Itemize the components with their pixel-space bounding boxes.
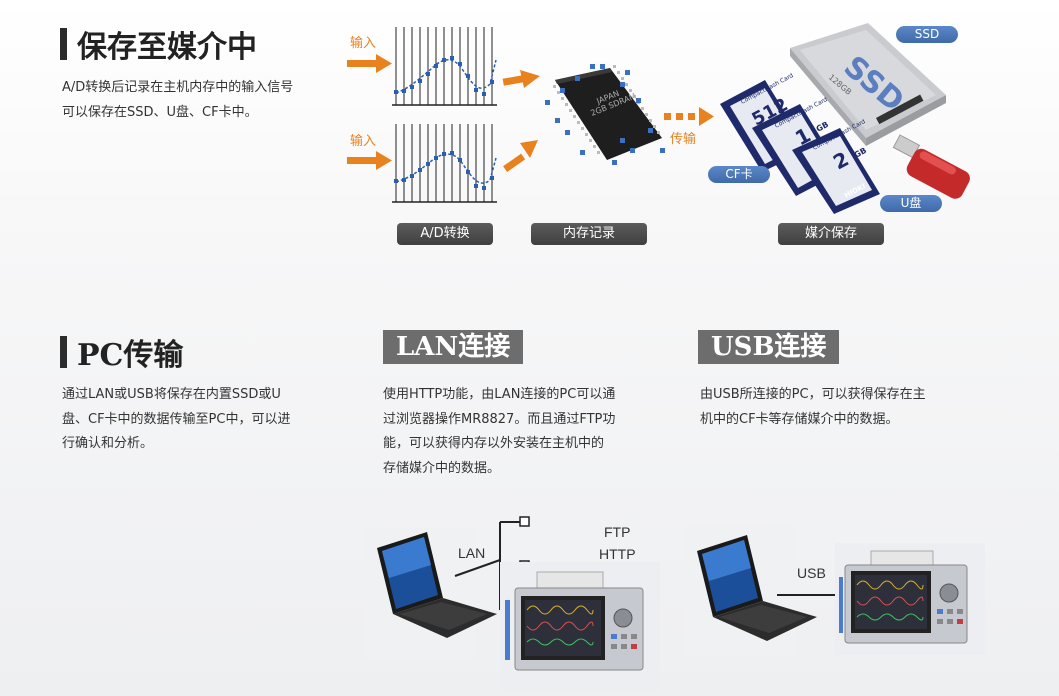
lan-body-line: 过浏览器操作MR8827。而且通过FTP功 <box>383 411 616 427</box>
transfer-label: 传输 <box>670 132 697 147</box>
ad-sampling-graph-1 <box>392 27 497 106</box>
input-arrow-icon <box>347 54 392 73</box>
pc-title-text: PC传输 <box>77 338 184 373</box>
transfer-arrow-icon <box>664 107 714 126</box>
laptop-icon <box>377 532 497 638</box>
lan-body-line: 存储媒介中的数据。 <box>383 460 501 476</box>
lan-body-line: 能，可以获得内存以外安装在主机中的 <box>383 436 605 451</box>
input-label-2: 输入 <box>350 134 377 149</box>
lan-title: LAN连接 <box>383 330 524 364</box>
pc-body-line: 通过LAN或USB将保存在内置SSD或U <box>62 387 281 402</box>
input-arrow-icon <box>347 151 392 170</box>
usb-body-line: 由USB所连接的PC，可以获得保存在主 <box>700 387 926 402</box>
usb-body-line: 机中的CF卡等存储媒介中的数据。 <box>700 411 899 427</box>
title-bar <box>60 28 67 60</box>
memory-recorder-device-icon <box>500 562 660 690</box>
lan-diagram <box>365 516 660 690</box>
network-node-icon <box>519 516 530 527</box>
storage-body-line: A/D转换后记录在主机内存中的输入信号 <box>62 80 294 95</box>
ftp-label: FTP <box>604 524 631 540</box>
laptop-icon <box>697 535 817 641</box>
arrow-to-memory-icon <box>503 140 538 173</box>
step-memory-record: 内存记录 <box>531 223 647 245</box>
usb-tag: U盘 <box>880 195 942 212</box>
usb-title: USB连接 <box>698 330 840 364</box>
cf-tag: CF卡 <box>708 166 770 183</box>
usb-label: USB <box>797 565 826 581</box>
usb-stick-icon <box>892 134 970 199</box>
usb-diagram <box>685 525 985 655</box>
usb-body: 由USB所连接的PC，可以获得保存在主 机中的CF卡等存储媒介中的数据。 <box>700 383 990 432</box>
input-label-1: 输入 <box>350 36 377 51</box>
memory-chip-icon <box>545 64 665 165</box>
pc-body-line: 行确认和分析。 <box>62 436 154 451</box>
cf-card-unit: GB <box>853 146 868 160</box>
step-media-save: 媒介保存 <box>778 223 884 245</box>
storage-body-line: 可以保存在SSD、U盘、CF卡中。 <box>62 104 258 120</box>
lan-body: 使用HTTP功能，由LAN连接的PC可以通 过浏览器操作MR8827。而且通过F… <box>383 383 673 481</box>
arrow-to-memory-icon <box>502 70 540 88</box>
pc-title: PC传输 <box>60 330 183 374</box>
storage-body: A/D转换后记录在主机内存中的输入信号 可以保存在SSD、U盘、CF卡中。 <box>62 76 352 125</box>
cf-card-icon <box>792 128 880 214</box>
storage-diagram: JAPAN 2GB SDRAM SSD 128GB 512 1 GB 2 GB <box>347 23 970 214</box>
storage-title-text: 保存至媒介中 <box>77 30 257 65</box>
step-ad-conversion: A/D转换 <box>397 223 493 245</box>
ssd-drive-icon <box>790 23 946 146</box>
http-label: HTTP <box>599 546 636 562</box>
memory-recorder-device-icon <box>835 543 985 655</box>
title-bar <box>60 336 67 368</box>
pc-body-line: 盘、CF卡中的数据传输至PC中，可以进 <box>62 411 291 427</box>
cf-card-unit: GB <box>815 120 830 134</box>
lan-label: LAN <box>458 545 486 561</box>
ad-sampling-graph-2 <box>392 124 497 203</box>
pc-body: 通过LAN或USB将保存在内置SSD或U 盘、CF卡中的数据传输至PC中，可以进… <box>62 383 352 457</box>
ssd-tag: SSD <box>896 26 958 43</box>
lan-body-line: 使用HTTP功能，由LAN连接的PC可以通 <box>383 387 616 402</box>
storage-title: 保存至媒介中 <box>60 22 257 66</box>
